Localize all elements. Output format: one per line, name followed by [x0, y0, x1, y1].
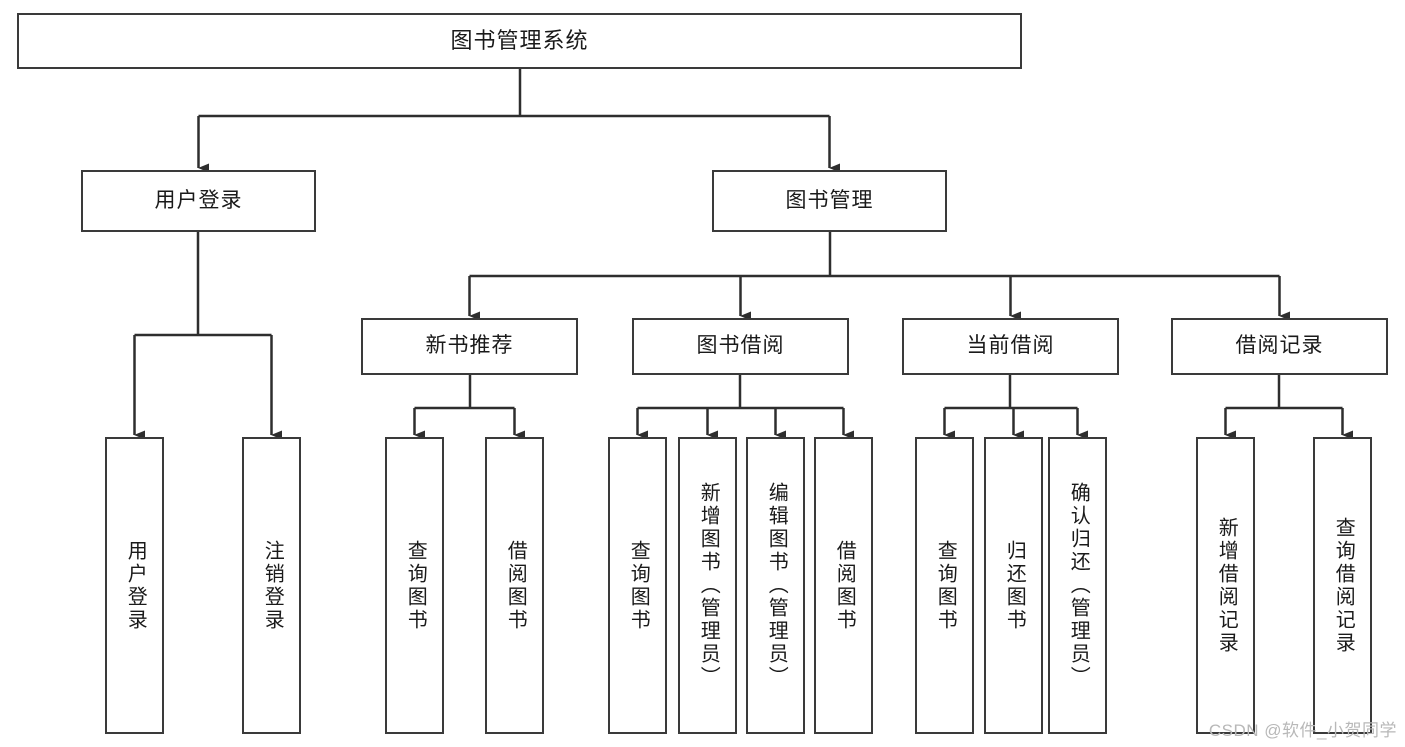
node-label-records: 借阅记录: [1235, 334, 1324, 358]
node-label-leaf-3: 查询图书: [404, 539, 427, 632]
node-box-leaf-7[interactable]: 编辑图书（管理员）: [746, 437, 805, 734]
node-box-leaf-4[interactable]: 借阅图书: [485, 437, 544, 734]
node-box-leaf-12[interactable]: 新增借阅记录: [1196, 437, 1255, 734]
node-label-leaf-2: 注销登录: [261, 539, 284, 632]
node-box-leaf-13[interactable]: 查询借阅记录: [1313, 437, 1372, 734]
node-box-bookmgmt[interactable]: 图书管理: [712, 170, 947, 232]
node-label-root: 图书管理系统: [450, 28, 589, 54]
watermark-label: CSDN @软件_小贺同学: [1208, 721, 1397, 740]
node-label-leaf-9: 查询图书: [934, 539, 957, 632]
node-box-leaf-2[interactable]: 注销登录: [242, 437, 301, 734]
node-box-borrow[interactable]: 图书借阅: [632, 318, 849, 375]
node-label-leaf-10: 归还图书: [1003, 539, 1026, 632]
node-box-leaf-1[interactable]: 用户登录: [105, 437, 164, 734]
node-label-leaf-4: 借阅图书: [504, 539, 527, 632]
node-label-bookmgmt: 图书管理: [785, 188, 874, 212]
node-box-leaf-9[interactable]: 查询图书: [915, 437, 974, 734]
node-box-leaf-6[interactable]: 新增图书（管理员）: [678, 437, 737, 734]
node-box-leaf-10[interactable]: 归还图书: [984, 437, 1043, 734]
node-label-leaf-12: 新增借阅记录: [1215, 516, 1238, 655]
node-label-leaf-6: 新增图书（管理员）: [697, 482, 720, 689]
node-box-leaf-5[interactable]: 查询图书: [608, 437, 667, 734]
node-label-borrow: 图书借阅: [696, 334, 785, 358]
node-label-leaf-1: 用户登录: [124, 539, 147, 632]
node-box-login[interactable]: 用户登录: [81, 170, 316, 232]
node-label-leaf-8: 借阅图书: [833, 539, 856, 632]
node-box-current[interactable]: 当前借阅: [902, 318, 1119, 375]
node-label-current: 当前借阅: [966, 334, 1055, 358]
node-label-newbook: 新书推荐: [425, 334, 514, 358]
node-box-leaf-3[interactable]: 查询图书: [385, 437, 444, 734]
node-label-login: 用户登录: [154, 188, 243, 212]
node-box-records[interactable]: 借阅记录: [1171, 318, 1388, 375]
node-box-root[interactable]: 图书管理系统: [17, 13, 1022, 69]
node-label-leaf-7: 编辑图书（管理员）: [765, 482, 788, 689]
node-box-leaf-11[interactable]: 确认归还（管理员）: [1048, 437, 1107, 734]
node-box-newbook[interactable]: 新书推荐: [361, 318, 578, 375]
node-label-leaf-11: 确认归还（管理员）: [1067, 482, 1090, 689]
node-label-leaf-5: 查询图书: [627, 539, 650, 632]
node-label-leaf-13: 查询借阅记录: [1332, 516, 1355, 655]
node-box-leaf-8[interactable]: 借阅图书: [814, 437, 873, 734]
